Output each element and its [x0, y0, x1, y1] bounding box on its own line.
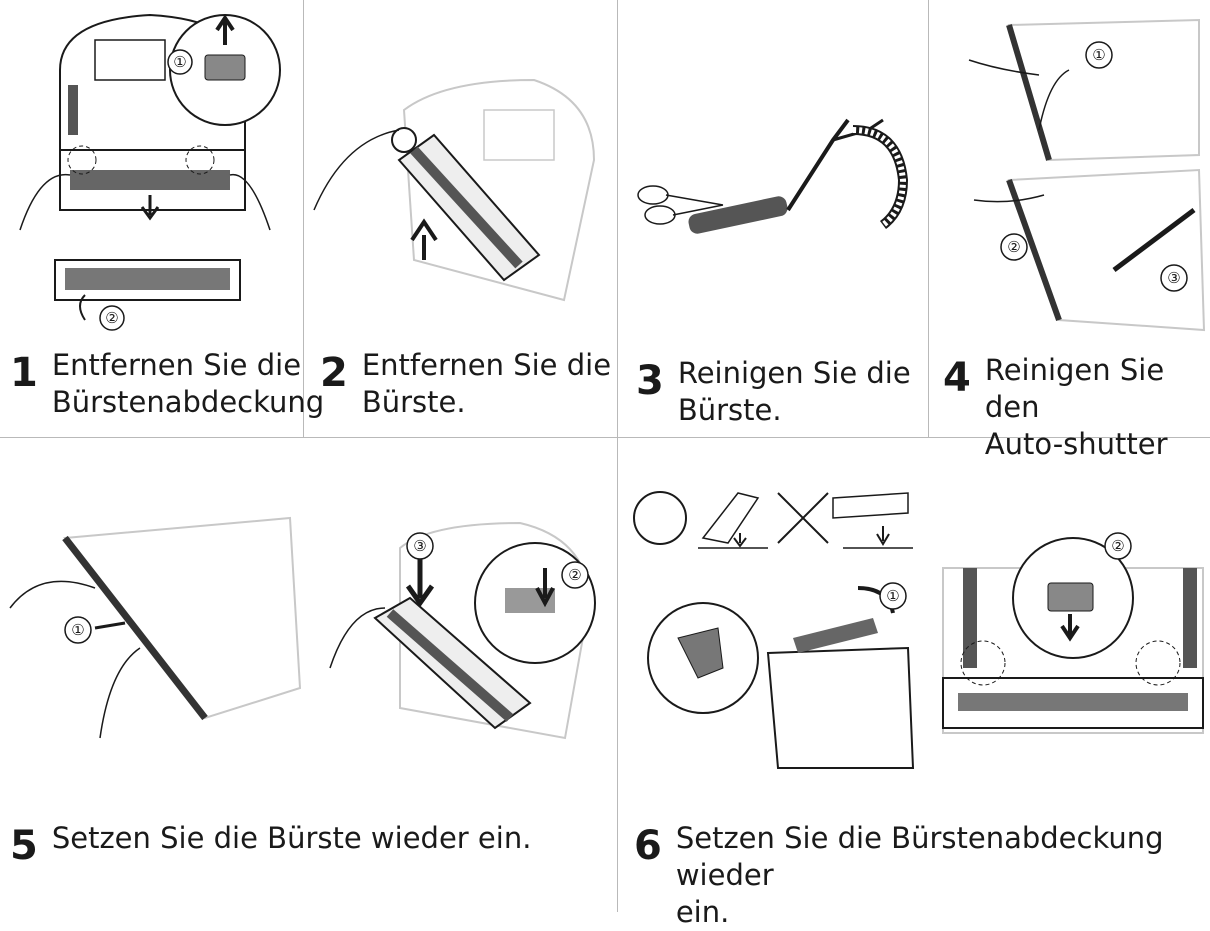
step-5-panel: ① ③ ② 5 Setzen Sie die Bürste wieder ein…	[0, 438, 617, 912]
step-6-caption: 6 Setzen Sie die Bürstenabdeckung wieder…	[634, 820, 1210, 931]
step-1-illustration: ① ②	[19, 13, 281, 331]
step-3-line-1: Reinigen Sie die	[677, 356, 911, 390]
step-6-marker-2: ②	[1111, 537, 1124, 555]
step-3-number: 3	[636, 358, 664, 404]
step-2-illustration	[313, 78, 596, 302]
step-4-illustration: ① ② ③	[968, 18, 1206, 332]
wrong-cross-icon	[777, 492, 829, 544]
step-6-illustration: ① ②	[633, 491, 1204, 769]
step-5-number: 5	[10, 823, 38, 869]
step-6-number: 6	[634, 823, 662, 869]
step-1-number: 1	[10, 350, 38, 396]
step-4-line-2: Auto-shutter	[984, 427, 1168, 461]
step-1-line-2: Bürstenabdeckung	[51, 385, 325, 419]
step-1-marker-2: ②	[105, 309, 118, 327]
step-1-line-1: Entfernen Sie die	[51, 348, 302, 382]
step-3-caption: 3 Reinigen Sie die Bürste.	[636, 355, 911, 429]
step-4-line-1: Reinigen Sie den	[984, 353, 1165, 424]
step-5-illustration: ① ③ ②	[9, 516, 596, 740]
step-1-marker-1: ①	[173, 53, 186, 71]
step-1-panel: ① ② 1 Entfernen Sie die Bürstenabdeckung	[0, 0, 324, 437]
step-4-marker-2: ②	[1007, 238, 1020, 256]
step-2-line-1: Entfernen Sie die	[361, 348, 612, 382]
step-3-illustration	[637, 118, 909, 234]
step-4-marker-3: ③	[1167, 269, 1180, 287]
step-1-caption: 1 Entfernen Sie die Bürstenabdeckung	[10, 347, 324, 421]
step-5-caption: 5 Setzen Sie die Bürste wieder ein.	[10, 820, 531, 866]
step-6-line-1: Setzen Sie die Bürstenabdeckung wieder	[675, 821, 1164, 892]
divider-v3	[928, 0, 929, 437]
divider-horizontal	[0, 437, 1210, 438]
step-5-marker-2: ②	[568, 566, 581, 584]
step-2-caption: 2 Entfernen Sie die Bürste.	[320, 347, 611, 421]
step-5-marker-1: ①	[71, 621, 84, 639]
step-4-number: 4	[943, 355, 971, 401]
step-2-number: 2	[320, 350, 348, 396]
step-6-marker-1: ①	[886, 587, 899, 605]
step-4-marker-1: ①	[1092, 46, 1105, 64]
step-5-line-1: Setzen Sie die Bürste wieder ein.	[51, 821, 532, 855]
divider-v1	[303, 0, 304, 437]
step-2-panel: 2 Entfernen Sie die Bürste.	[304, 0, 617, 437]
step-6-panel: ① ② 6 Setzen Sie die Bürstenabdeckung wi…	[618, 438, 1210, 929]
step-3-line-2: Bürste.	[677, 393, 782, 427]
step-6-line-2: ein.	[675, 895, 730, 929]
step-5-marker-3: ③	[413, 537, 426, 555]
divider-v2	[617, 0, 618, 912]
step-4-caption: 4 Reinigen Sie den Auto-shutter	[943, 352, 1210, 463]
step-4-panel: ① ② ③ 4 Reinigen Sie den Auto-shutter	[929, 0, 1210, 461]
correct-circle-icon	[633, 491, 687, 545]
step-3-panel: 3 Reinigen Sie die Bürste.	[618, 0, 928, 437]
step-2-line-2: Bürste.	[361, 385, 466, 419]
